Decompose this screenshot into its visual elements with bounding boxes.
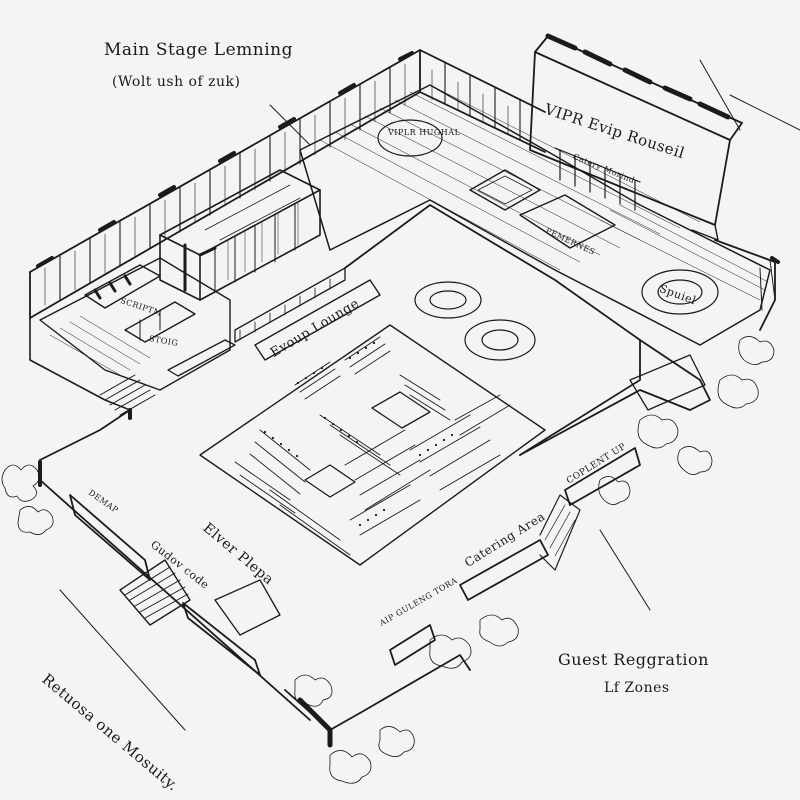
zone-label-vip-table: VIPLR HUGHAL bbox=[388, 128, 461, 137]
vip-building bbox=[529, 33, 800, 241]
round-tables bbox=[377, 119, 719, 361]
main-floor-outline bbox=[39, 204, 711, 461]
evoup-lounge-sign bbox=[254, 279, 381, 361]
upper-deck-floor bbox=[299, 84, 771, 346]
back-wall bbox=[29, 49, 546, 319]
stage-pavilion bbox=[159, 169, 321, 301]
callout-guest-registration-subtitle: Lf Zones bbox=[604, 680, 670, 696]
left-platform bbox=[29, 257, 231, 411]
right-front-wall bbox=[459, 354, 706, 601]
callout-main-stage-title: Main Stage Lemning bbox=[104, 40, 293, 60]
callout-main-stage-subtitle: (Wolt ush of zuk) bbox=[112, 74, 241, 90]
shrubbery bbox=[1, 336, 775, 784]
leader-lines bbox=[59, 59, 741, 731]
callout-guest-registration-title: Guest Reggration bbox=[558, 650, 709, 669]
seating-block bbox=[199, 324, 546, 566]
front-wall bbox=[38, 459, 471, 748]
pemernes-counter bbox=[469, 169, 616, 249]
right-back-wall bbox=[419, 62, 546, 153]
left-stairs bbox=[99, 267, 346, 416]
bottom-left-stairs bbox=[119, 559, 281, 636]
right-deck-wall bbox=[714, 239, 780, 331]
